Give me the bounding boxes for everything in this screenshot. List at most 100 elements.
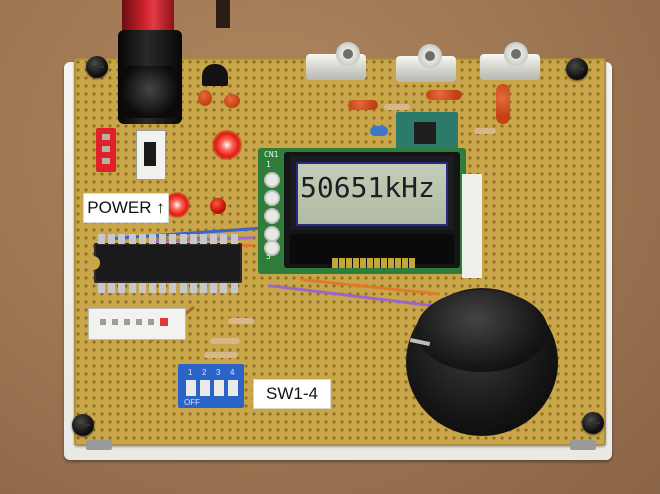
resistor [210,338,240,344]
chip-pin [98,283,105,293]
chip-pin [128,234,136,244]
lcd-screen [296,162,448,226]
ceramic-capacitor [224,94,240,108]
chip-pin [200,283,207,293]
chip-pin [200,234,207,244]
chip-pin [220,283,228,293]
pin-number: 1 [266,160,271,169]
rubber-foot [86,440,112,450]
chip-pin [179,234,187,244]
chip-pin [210,234,218,244]
corner-screw [582,412,604,434]
chip-pin [159,234,167,244]
lcd-pad [346,258,352,268]
chip-pin [210,283,218,293]
lcd-pad [360,258,366,268]
connector-marker [160,318,168,326]
transistor [202,64,228,86]
frequency-readout: 50651kHz [300,171,435,204]
cable-shadow [216,0,230,28]
lcd-pad [367,258,373,268]
lcd-pin-hole [264,240,280,256]
ceramic-capacitor [198,90,212,106]
lcd-pad [409,258,415,268]
chip-pin [128,283,136,293]
white-spacer [462,174,482,278]
dip-number: 3 [216,368,221,377]
lcd-pad [332,258,338,268]
lcd-pad [374,258,380,268]
lcd-pad [402,258,408,268]
sma-pin [511,49,521,59]
dip-number: 1 [188,368,193,377]
lcd-pin-hole [264,208,280,224]
indicator-led [210,198,226,214]
corner-screw [566,58,588,80]
chip-pin [189,234,197,244]
chip-pin [149,234,156,244]
connector-hole [124,319,130,325]
chip-pin [118,234,126,244]
corner-screw [72,414,94,436]
dip-number: 2 [202,368,207,377]
ceramic-capacitor [348,100,378,110]
chip-pin [108,234,116,244]
microcontroller-chip [94,243,242,283]
lcd-pad [395,258,401,268]
blue-capacitor [370,126,388,136]
lcd-pin-hole [264,190,280,206]
lcd-pad [339,258,345,268]
dip-toggle-1[interactable] [186,380,196,396]
tuning-knob-cap[interactable] [416,290,548,372]
chip-pin [159,283,167,293]
header-pin [102,134,110,140]
connector-hole [148,319,154,325]
power-label: POWER ↑ [84,194,168,222]
chip-pin [230,283,238,293]
header-pin [102,146,110,152]
lcd-pad [388,258,394,268]
sma-pin [343,49,353,59]
cn1-label: CN1 [264,150,279,159]
chip-pin [108,283,116,293]
resistor [474,128,496,134]
resistor [228,318,254,324]
chip-pin [169,234,177,244]
chip-pin [138,234,146,244]
switch-label: SW1-4 [254,380,330,408]
dip-off-label: OFF [184,398,200,407]
dip-toggle-3[interactable] [214,380,224,396]
resistor [384,104,410,110]
resistor [204,352,238,358]
chip-pin [98,234,105,244]
lcd-pad [353,258,359,268]
chip-pin [179,283,187,293]
dip-number: 4 [230,368,235,377]
power-led-lit [164,192,190,218]
module-chip [414,122,436,144]
lcd-pin-hole [264,172,280,188]
chip-notch [92,256,100,270]
chip-pin [230,234,238,244]
chip-pin [220,234,228,244]
dip-toggle-4[interactable] [228,380,238,396]
chip-pin [189,283,197,293]
pin-number: 5 [266,252,271,261]
chip-pin [118,283,126,293]
connector-hole [112,319,118,325]
connector-hole [100,319,106,325]
corner-screw [86,56,108,78]
connector-hole [136,319,142,325]
chip-pin [138,283,146,293]
ceramic-capacitor [496,84,510,124]
rubber-foot [570,440,596,450]
chip-pin [169,283,177,293]
status-led-lit [212,130,242,160]
header-pin [102,158,110,164]
lcd-pad [381,258,387,268]
sma-pin [425,51,435,61]
dc-jack-nut [122,66,178,118]
slide-switch-knob[interactable] [144,142,156,166]
ceramic-capacitor [426,90,462,100]
dip-toggle-2[interactable] [200,380,210,396]
